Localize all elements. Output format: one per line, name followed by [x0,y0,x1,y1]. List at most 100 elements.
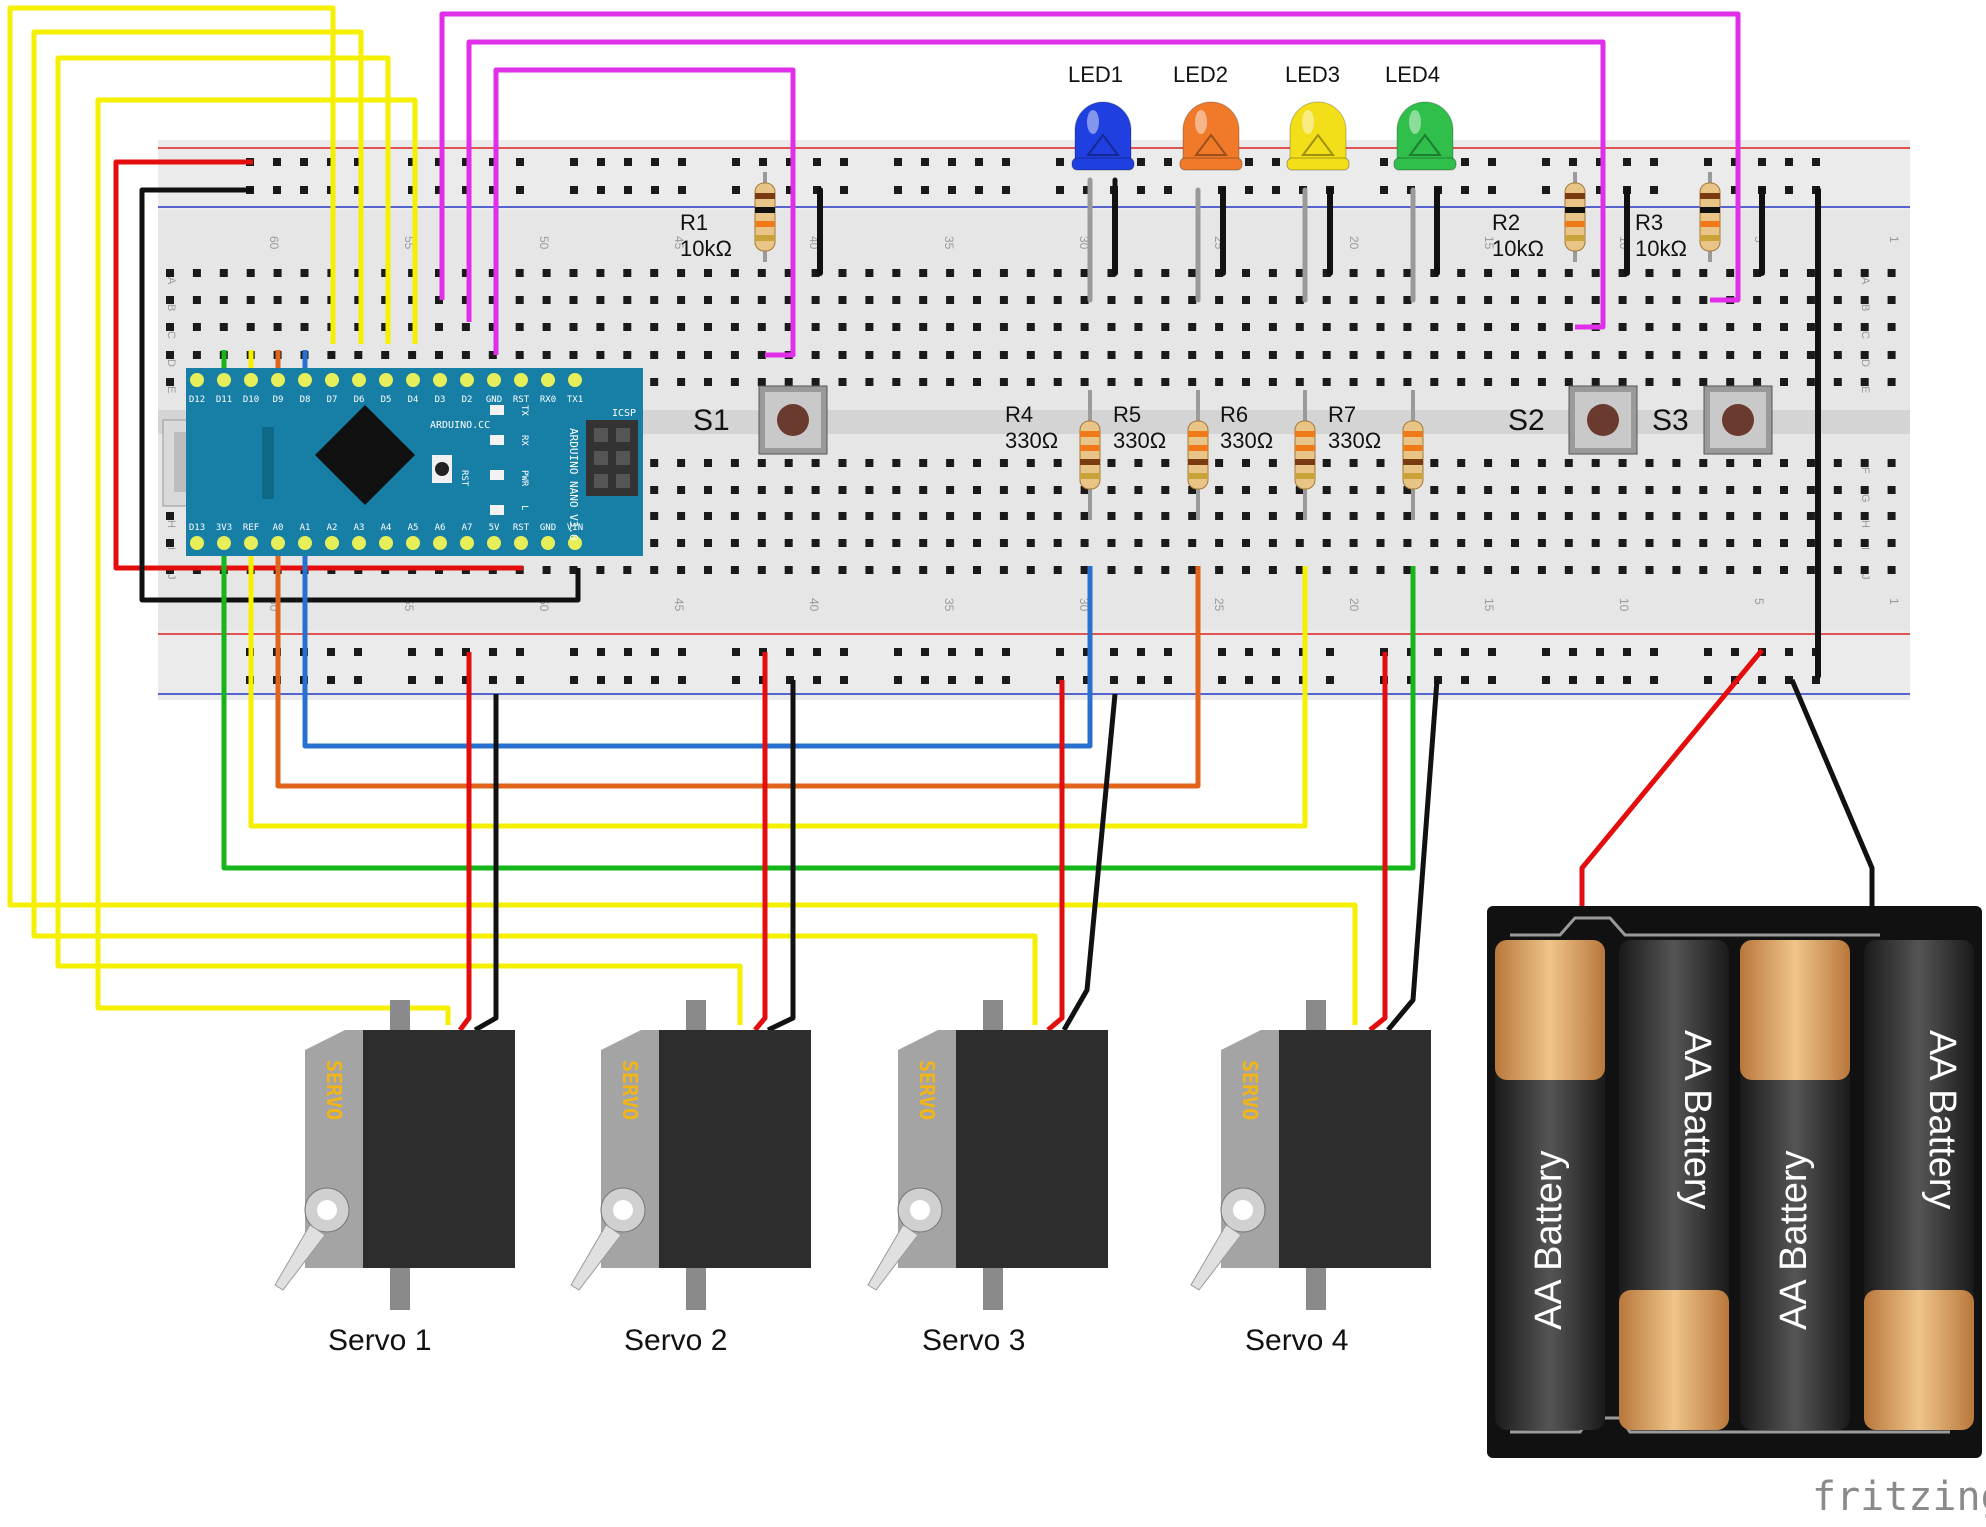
resistor-band [1295,473,1315,479]
led-label: LED4 [1385,62,1440,87]
led-die [1408,133,1442,156]
led-highlight [1087,110,1099,134]
servo-power-wires [458,652,1440,1033]
column-number-bottom: 1 [1887,598,1901,605]
nano-top-pin-label: TX1 [567,395,583,405]
nano-pin-top [190,373,204,387]
nano-led-label: L [519,505,529,510]
resistor-band [755,207,775,213]
nano-bottom-pin-label: A6 [435,523,446,533]
servo-label: Servo 4 [1245,1324,1348,1357]
wire-d6-servo2 [55,55,743,1025]
switch-button [777,404,809,436]
row-letter-left: E [165,386,177,393]
wire-5v-rail [113,159,523,571]
nano-status-leds [490,405,504,515]
row-letter-right: F [1859,467,1871,474]
nano-bottom-pin-label: A7 [462,523,473,533]
column-number-top: 35 [942,236,956,250]
wire-d2-s1 [493,67,796,358]
led-rim [1286,157,1350,171]
resistor-band [1080,431,1100,437]
resistor-band [1565,207,1585,213]
row-letter-right: E [1859,386,1871,393]
servo-horn-hole [910,1200,930,1220]
servo-horn-hole [613,1200,633,1220]
resistor-band [1295,459,1315,465]
battery-red-lead [1579,648,1764,912]
resistor-name-r1: R1 [680,210,708,235]
fritzing-watermark: fritzing [1812,1474,1986,1520]
column-number-bottom: 45 [672,598,686,612]
breadboard-row-letters: AABBCCDDEEFFGGHHIIJJ [165,277,1871,580]
resistor-band [1700,193,1720,199]
row-letter-right: D [1859,359,1871,367]
column-number-bottom: 20 [1347,598,1361,612]
nano-bottom-pin-label: RST [513,523,530,533]
resistor-band [1565,193,1585,199]
resistor-r5 [1187,390,1209,520]
led-legs [1087,177,1416,303]
led [1286,101,1350,171]
nano-pin-top [298,373,312,387]
resistor-r3 [1699,172,1721,262]
nano-top-pin-label: GND [486,395,502,405]
resistor-band [1295,445,1315,451]
resistor-body [754,182,776,252]
nano-pin-top [487,373,501,387]
nano-pin-top [325,373,339,387]
nano-top-pin-label: D10 [243,395,259,405]
resistor-band [1403,473,1423,479]
servo-arm [274,1224,326,1291]
nano-pin-bottom [460,536,474,550]
servo-horn-hole [1233,1200,1253,1220]
row-letter-left: B [165,304,177,311]
servo-body [363,1030,515,1268]
nano-pin-bottom [190,536,204,550]
nano-top-pin-label: D4 [408,395,419,405]
leds [1071,101,1457,171]
nano-icsp-header [586,420,638,496]
nano-bottom-pin-label: 5V [489,523,500,533]
wire-led3-yellow [248,350,1308,829]
switch-s1 [758,385,828,455]
nano-bottom-pin-label: A1 [300,523,311,533]
wire-d7-servo3 [31,29,1038,1025]
nano-pin-top [379,373,393,387]
nano-pin-bottom [379,536,393,550]
nano-icsp-label: ICSP [612,408,636,419]
resistor-name-r2: R2 [1492,210,1520,235]
led-rim [1393,157,1457,171]
battery-gold-cap [1619,1290,1729,1430]
nano-pin-top [514,373,528,387]
nano-bottom-pin-label: A2 [327,523,338,533]
battery-holder [1487,906,1982,1458]
nano-pin-top [433,373,447,387]
resistor-band [1403,431,1423,437]
led-die [1194,133,1228,156]
battery-1: AA Battery [1495,940,1605,1430]
resistor-name-r3: R3 [1635,210,1663,235]
servo-label: Servo 1 [328,1324,431,1357]
breadboard-top-rail [158,140,1910,210]
nano-pin-bottom [244,536,258,550]
nano-top-pin-label: RX0 [540,395,556,405]
resistor-r1 [754,172,776,262]
battery-3: AA Battery [1740,940,1850,1430]
switch-label-s2: S2 [1508,404,1545,437]
nano-bottom-pin-label: A3 [354,523,365,533]
battery-label: AA Battery [1528,1150,1570,1330]
row-letter-right: H [1859,520,1871,528]
servo-2: SERVO [570,1000,811,1310]
servo-body [956,1030,1108,1268]
nano-bottom-pin-label: GND [540,523,556,533]
nano-pin-top [244,373,258,387]
row-letter-right: B [1859,304,1871,311]
resistor-band [1700,235,1720,241]
row-letter-right: I [1859,547,1871,550]
led-body [1289,101,1347,161]
servo-1: SERVO [274,1000,515,1310]
